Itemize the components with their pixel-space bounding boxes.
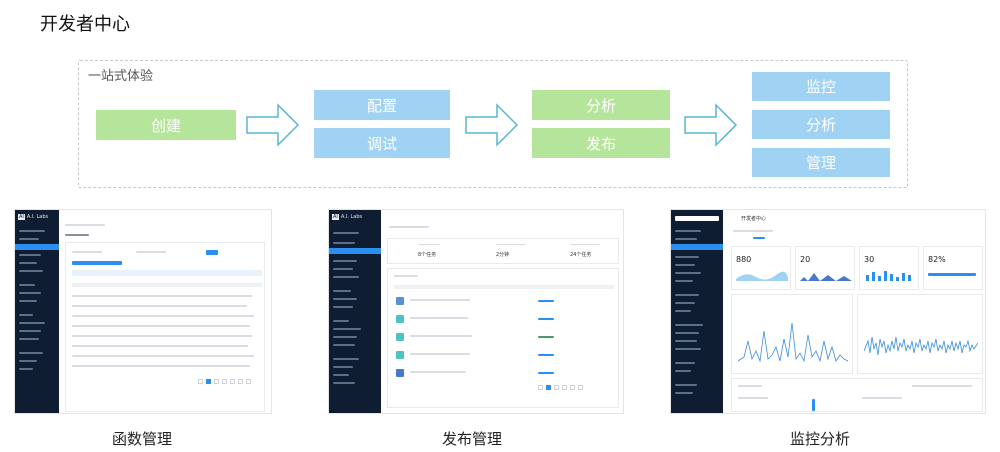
step-debug: 调试 (314, 128, 450, 158)
step-analyze-2: 分析 (752, 110, 890, 139)
flow-label: 一站式体验 (88, 69, 154, 84)
kpi-2: 20 (800, 255, 811, 264)
stat-1: 8个任务 (418, 252, 437, 258)
arrow-1-icon (246, 103, 300, 147)
kpi-1: 880 (736, 255, 752, 264)
app-title: 开发者中心 (741, 216, 767, 222)
kpi-3: 30 (864, 255, 875, 264)
screenshot-monitoring-analysis: 开发者中心 880 20 30 82% (670, 209, 986, 414)
caption-function-management: 函数管理 (112, 430, 173, 448)
stat-2: 2分钟 (496, 252, 510, 258)
kpi-4: 82% (928, 255, 946, 264)
sidebar (671, 210, 723, 413)
step-publish: 发布 (532, 128, 670, 158)
page-title: 开发者中心 (40, 14, 130, 35)
stat-3: 24个任务 (570, 252, 592, 258)
step-monitor: 监控 (752, 72, 890, 101)
step-manage: 管理 (752, 148, 890, 177)
arrow-3-icon (684, 103, 738, 147)
step-configure: 配置 (314, 90, 450, 120)
caption-publish-management: 发布管理 (442, 430, 503, 448)
arrow-2-icon (465, 103, 519, 147)
step-analyze: 分析 (532, 90, 670, 120)
caption-monitoring-analysis: 监控分析 (790, 430, 851, 448)
step-create: 创建 (96, 110, 236, 140)
flow-container (78, 60, 908, 188)
